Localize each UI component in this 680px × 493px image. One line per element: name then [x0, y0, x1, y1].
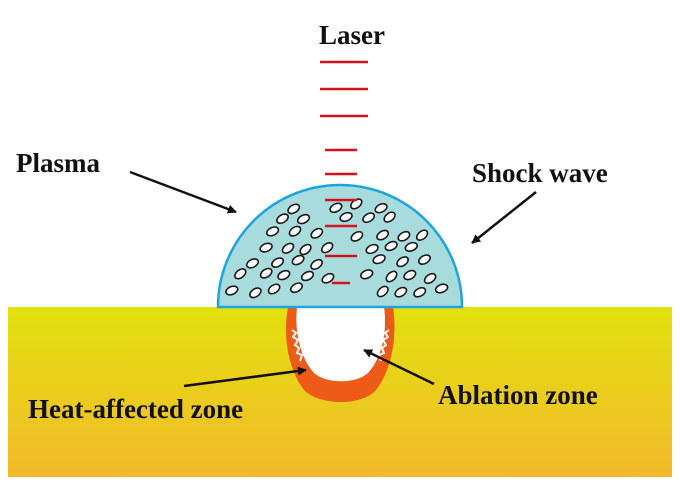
plasma-particle — [397, 230, 411, 242]
plasma-arrow-icon — [129, 170, 237, 214]
plasma-particle — [271, 257, 285, 268]
plasma-particle — [259, 242, 273, 253]
plasma-particle — [249, 287, 262, 299]
plasma-particle — [396, 256, 409, 268]
plasma-label: Plasma — [16, 148, 100, 178]
plasma-particle — [245, 258, 260, 269]
plasma-particle — [374, 202, 388, 214]
plasma-particle — [434, 283, 449, 294]
plasma-particle — [310, 258, 323, 270]
plasma-particle — [339, 211, 353, 223]
plasma-particle — [310, 227, 324, 239]
plasma-particle — [376, 229, 390, 241]
plasma-particle — [403, 269, 417, 281]
laser-beam — [320, 60, 368, 285]
plasma-particle — [291, 254, 305, 266]
plasma-particle — [417, 254, 432, 265]
plasma-particle — [376, 285, 389, 298]
plasma-particle — [288, 225, 302, 237]
plasma-particle — [234, 268, 247, 280]
plasma-particle — [329, 202, 343, 214]
plasma-particle — [359, 269, 374, 280]
plasma-particle — [276, 213, 289, 225]
plasma-particle — [394, 286, 408, 298]
plasma-particle — [321, 272, 335, 284]
plasma-particle — [259, 267, 273, 279]
plasma-particle — [299, 243, 312, 256]
shock-wave-label: Shock wave — [472, 158, 608, 188]
plasma-particle — [320, 241, 334, 254]
ablation-zone-arrow-icon — [363, 348, 435, 386]
plasma-particle — [225, 285, 239, 296]
plasma-particle — [423, 272, 437, 285]
plasma-particle — [415, 229, 429, 241]
heat-affected-zone-arrow-icon — [183, 366, 307, 388]
plasma-particle — [365, 243, 379, 255]
plasma-particle — [350, 230, 364, 242]
ablation-zone-label: Ablation zone — [438, 380, 598, 410]
plasma-particle — [372, 254, 386, 265]
plasma-particle — [300, 270, 315, 282]
plasma-particle — [296, 213, 311, 225]
plasma-particle — [277, 269, 291, 281]
plasma-particle — [287, 203, 301, 215]
plasma-particle — [265, 226, 280, 237]
plasma-particle — [384, 240, 398, 252]
plasma-particle — [383, 211, 396, 223]
ablation-crater — [296, 307, 386, 382]
plasma-particle — [281, 242, 295, 254]
plasma-particle — [385, 270, 398, 283]
plasma-particle — [289, 282, 304, 294]
crater-jagged-edge — [291, 329, 390, 362]
laser-label: Laser — [319, 20, 385, 50]
plasma-particle — [404, 241, 419, 252]
shock-wave-arrow-icon — [471, 191, 537, 244]
heat-affected-zone-label: Heat-affected zone — [28, 394, 243, 424]
plasma-particle — [267, 283, 281, 295]
plasma-particles — [225, 198, 449, 299]
plasma-particle — [362, 212, 376, 224]
plasma-particle — [413, 286, 427, 298]
